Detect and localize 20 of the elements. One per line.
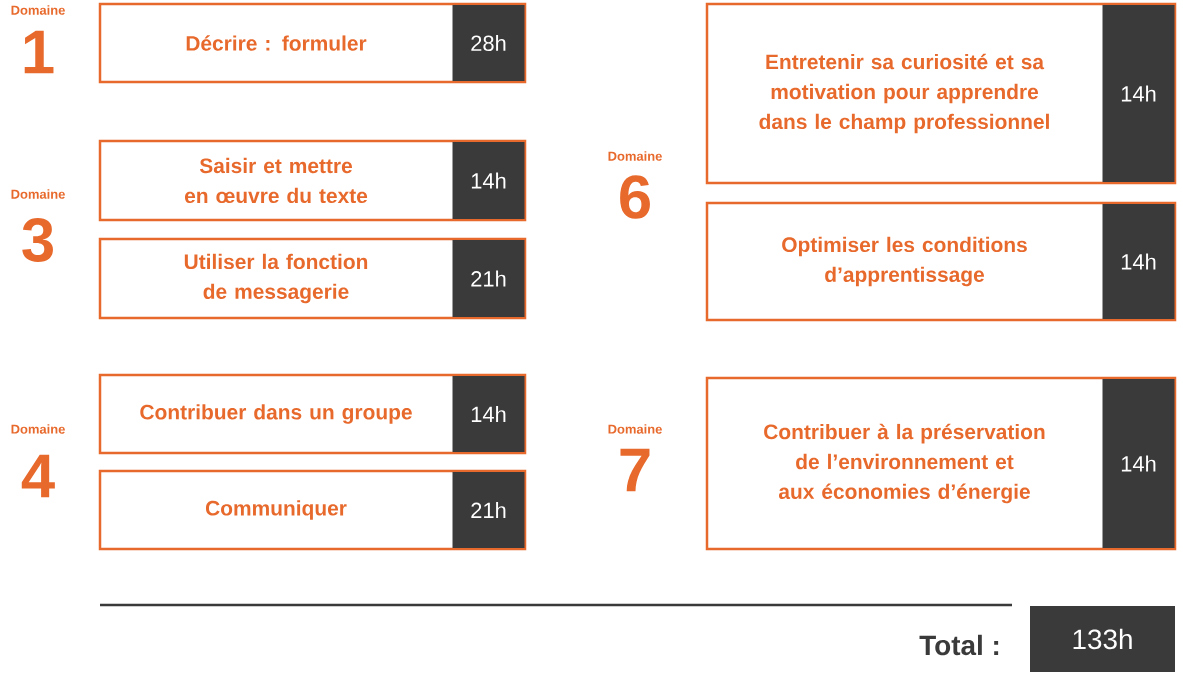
domain-number: 7 [620, 448, 650, 492]
hours-block: 28h [452, 5, 525, 81]
domain-number: 6 [620, 175, 650, 219]
hours-block: 14h [452, 376, 525, 452]
domain-label: Domaine [11, 5, 65, 15]
domain-label: Domaine [608, 424, 662, 434]
total-label: Total : [919, 634, 999, 656]
total-box: 133h [1030, 606, 1175, 672]
hours-block: 14h [452, 142, 525, 219]
domain-number: 4 [21, 454, 55, 498]
domain-number: 1 [24, 30, 54, 74]
domain-label: Domaine [11, 424, 65, 434]
hours-block: 14h [1102, 204, 1175, 319]
hours-block: 21h [452, 472, 525, 548]
domain-label: Domaine [11, 189, 65, 199]
hours-block: 14h [1102, 5, 1175, 182]
domain-label: Domaine [608, 151, 662, 161]
hours-block: 14h [1102, 379, 1175, 548]
domain-number: 3 [22, 218, 53, 262]
hours-block: 21h [452, 240, 525, 317]
